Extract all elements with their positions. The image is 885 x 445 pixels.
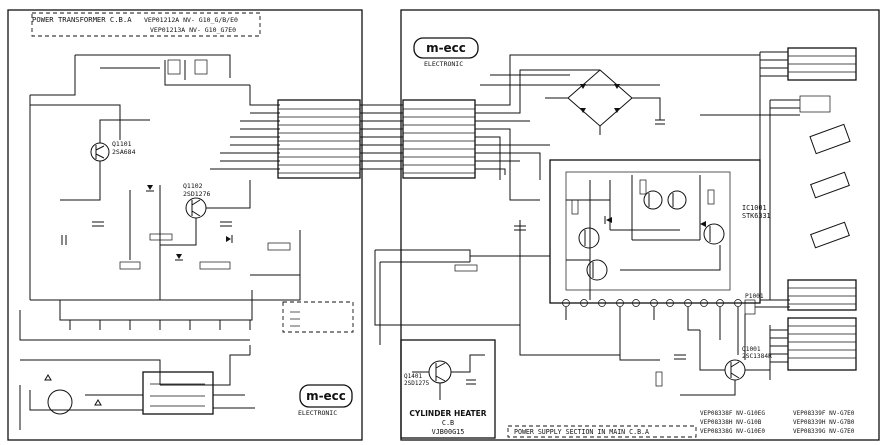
ic-transistor-4 xyxy=(667,190,687,210)
cylinder-heater-board: Q1401 2SD1275 CYLINDER HEATER C.B VJB00G… xyxy=(400,339,496,439)
q1101-label: Q1101 xyxy=(112,140,132,148)
cylinder-heater-part: VJB00G15 xyxy=(432,428,465,436)
main-model-6: VEP08339G NV-G7E0 xyxy=(793,428,855,435)
transformer-bottom-block xyxy=(142,371,214,415)
main-model-1: VEP08338F NV-G10EG xyxy=(700,410,765,417)
q1401-label: Q1401 xyxy=(404,373,422,380)
transformer-board-outline xyxy=(7,9,363,441)
main-model-3: VEP08338H NV-G10B xyxy=(700,419,762,426)
q1001-type: 2SC1384R xyxy=(742,353,772,360)
transformer-logo-sub: ELECTRONIC xyxy=(298,409,337,417)
q1101-type: 2SA684 xyxy=(112,148,136,156)
ic1001-type: STK6331 xyxy=(742,212,771,220)
main-model-list: VEP08338F NV-G10EG VEP08339F NV-G7E0 VEP… xyxy=(700,410,855,435)
transformer-logo-text: m-ecc xyxy=(306,389,346,403)
main-right-connector-1 xyxy=(787,279,857,311)
q1001-transistor-symbol xyxy=(724,359,746,381)
transformer-board-title: POWER TRANSFORMER C.B.A xyxy=(32,15,132,24)
ic-transistor-2 xyxy=(586,259,608,281)
ic1001-ref: IC1001 xyxy=(742,204,767,212)
main-board-outline xyxy=(400,9,880,441)
p1001-label: P1001 xyxy=(745,293,764,300)
section-label: POWER SUPPLY SECTION IN MAIN C.B.A xyxy=(514,428,649,436)
q1102-transistor-symbol xyxy=(185,197,207,219)
main-model-5: VEP08338G NV-G10E0 xyxy=(700,428,765,435)
cylinder-heater-outline xyxy=(400,339,496,439)
q1102-label: Q1102 xyxy=(183,182,203,190)
q1401-transistor-symbol xyxy=(428,360,452,384)
transformer-logo-frame xyxy=(299,384,353,408)
cylinder-heater-sub: C.B xyxy=(442,419,454,427)
q1102-type: 2SD1276 xyxy=(183,190,210,198)
bridge-rectifier xyxy=(567,69,633,127)
q1401-type: 2SD1275 xyxy=(404,380,430,387)
q1001-label: Q1001 xyxy=(742,346,761,353)
cylinder-heater-title: CYLINDER HEATER xyxy=(409,409,486,418)
transformer-connector xyxy=(277,99,361,179)
regulator-part-1 xyxy=(809,123,851,155)
main-right-connector-2 xyxy=(787,317,857,371)
ic-transistor-1 xyxy=(578,227,600,249)
ic-transistor-5 xyxy=(703,223,725,245)
main-logo-text: m-ecc xyxy=(426,41,466,55)
main-model-4: VEP08339H NV-G7B0 xyxy=(793,419,855,426)
main-logo-frame xyxy=(413,37,479,59)
main-input-connector xyxy=(402,99,476,179)
section-label-box xyxy=(507,425,697,438)
p1001-symbol xyxy=(744,299,756,315)
power-transformer-board: POWER TRANSFORMER C.B.A VEP01212A NV- G1… xyxy=(7,9,363,441)
regulator-part-2 xyxy=(810,171,850,199)
main-model-2: VEP08339F NV-G7E0 xyxy=(793,410,855,417)
regulator-part-3 xyxy=(810,221,850,249)
ic1001-pins xyxy=(562,299,742,307)
ac-inlet-symbol xyxy=(47,389,73,415)
transformer-legend-box xyxy=(282,301,354,333)
transformer-model-2: VEP01213A NV- G10_G7E0 xyxy=(150,26,236,34)
transformer-model-1: VEP01212A NV- G10_G/B/E0 xyxy=(144,16,238,24)
transformer-title-box xyxy=(31,12,261,37)
ic-transistor-3 xyxy=(643,190,663,210)
q1101-transistor-symbol xyxy=(90,142,110,162)
ic1001-block xyxy=(549,159,761,304)
main-board: m-ecc ELECTRONIC xyxy=(400,9,880,441)
main-logo-sub: ELECTRONIC xyxy=(424,60,463,68)
interconnect-wiring xyxy=(360,104,405,345)
